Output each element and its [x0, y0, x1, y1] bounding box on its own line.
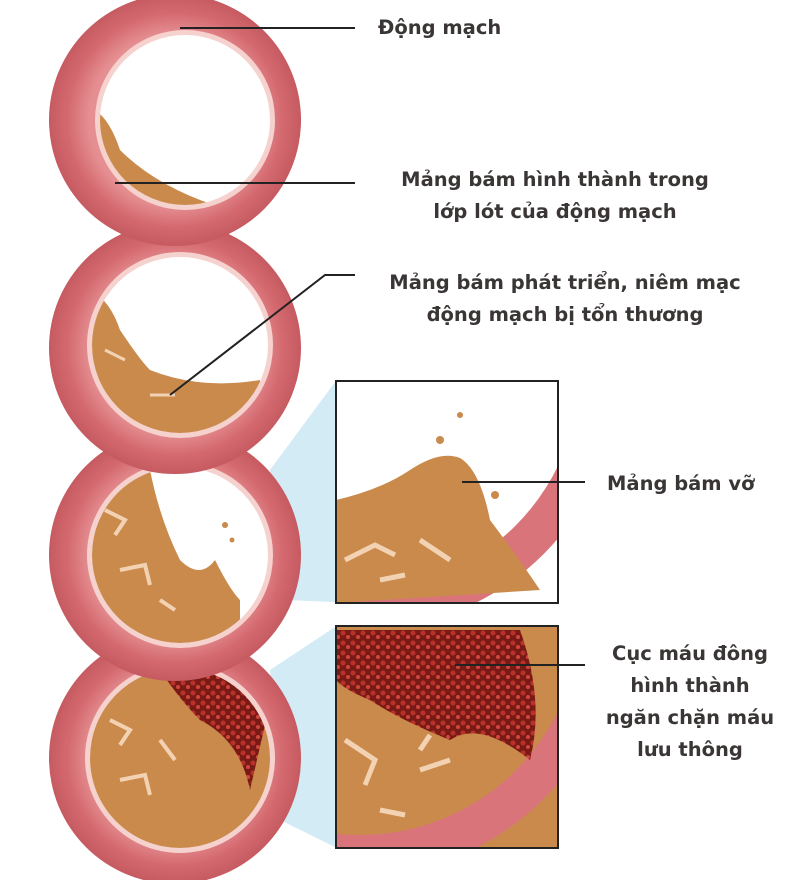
label-clot-line-3: ngăn chặn máu	[605, 706, 775, 729]
label-plaque-ruptures: Mảng bám vỡ	[607, 472, 755, 495]
leader-line-plaque-grows	[169, 274, 355, 396]
inset-plaque-rupture	[336, 381, 558, 603]
label-clot-forms: Cục máu đông hình thành ngăn chặn máu lư…	[590, 638, 790, 766]
artery-stage-4	[49, 632, 301, 880]
label-plaque-forms-line-2: lớp lót của động mạch	[433, 200, 677, 223]
label-artery: Động mạch	[378, 16, 502, 39]
label-plaque-grows-line-1: Mảng bám phát triển, niêm mạc	[389, 271, 741, 294]
label-plaque-grows-line-2: động mạch bị tổn thương	[426, 303, 704, 326]
label-clot-line-2: hình thành	[630, 674, 750, 697]
artery-stage-3	[49, 429, 301, 681]
label-plaque-forms: Mảng bám hình thành trong lớp lót của độ…	[385, 164, 725, 228]
label-plaque-grows: Mảng bám phát triển, niêm mạc động mạch …	[370, 267, 760, 331]
leader-lines	[115, 27, 585, 666]
label-clot-line-4: lưu thông	[637, 738, 743, 761]
artery-stage-1	[49, 0, 301, 246]
artery-stage-2	[49, 222, 301, 474]
label-plaque-forms-line-1: Mảng bám hình thành trong	[401, 168, 709, 191]
inset-blood-clot	[336, 626, 558, 848]
label-clot-line-1: Cục máu đông	[612, 642, 768, 665]
